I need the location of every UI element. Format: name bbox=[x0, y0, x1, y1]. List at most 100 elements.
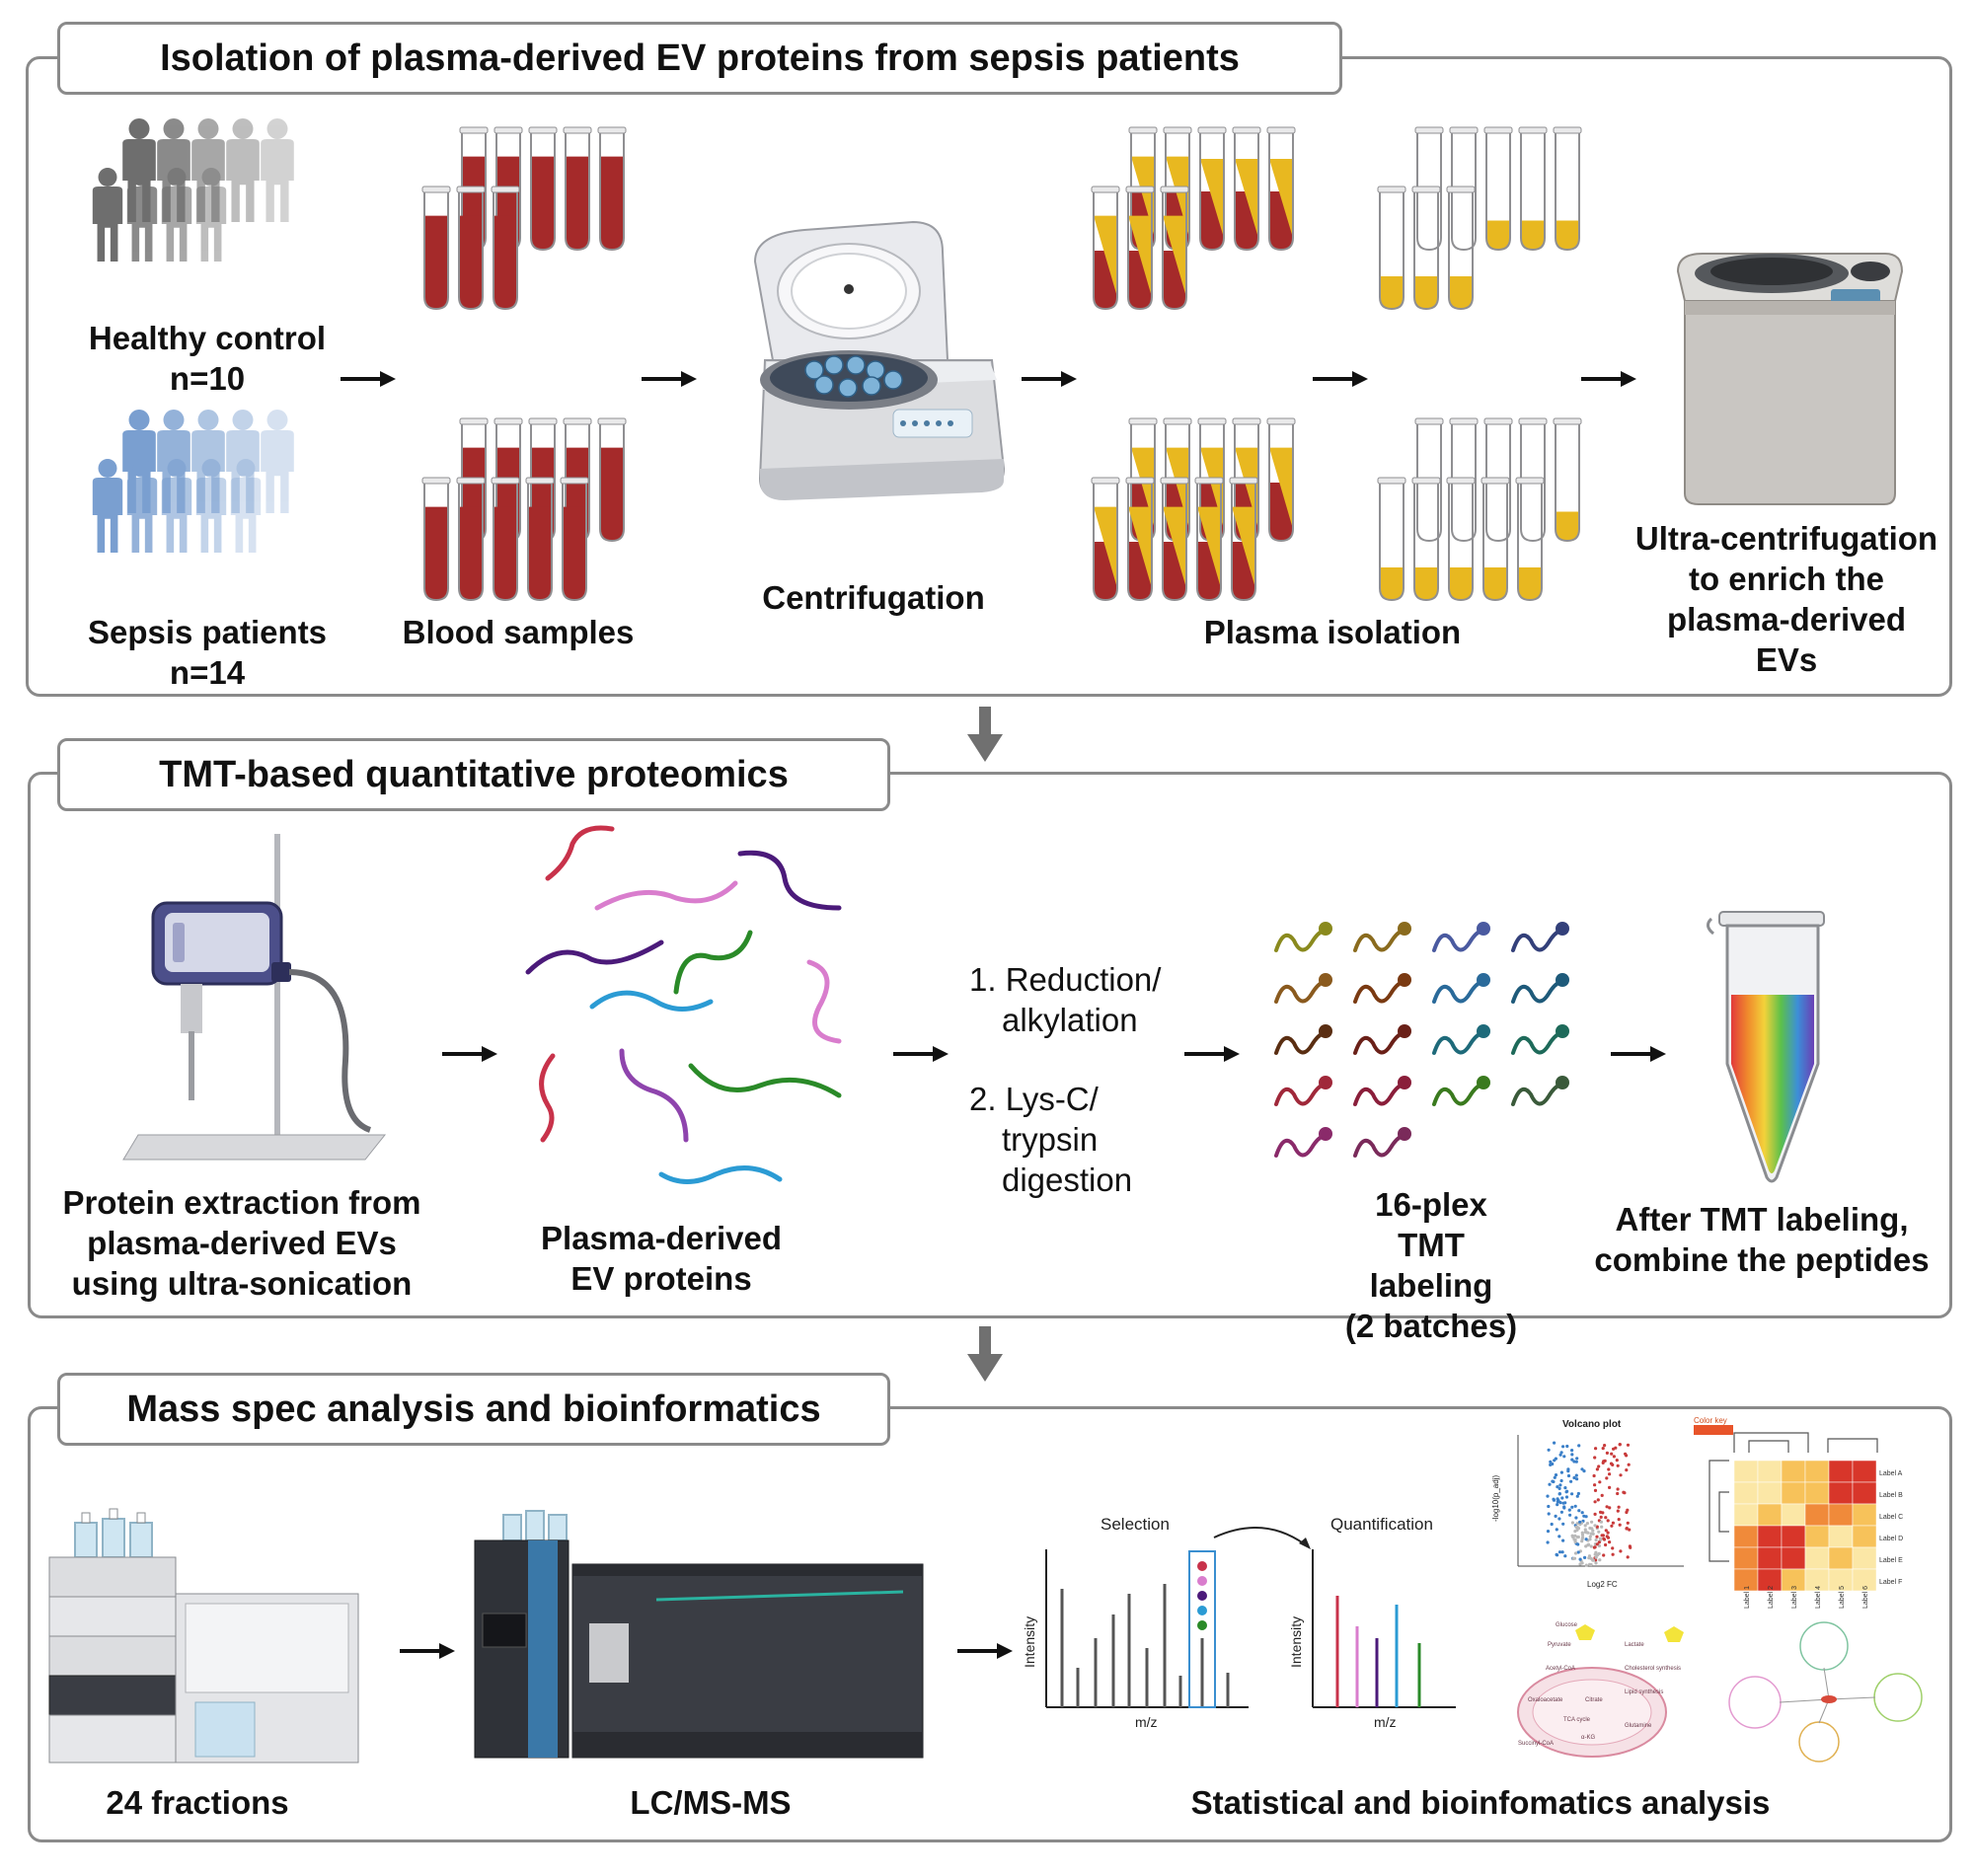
stats-label: Statistical and bioinfomatics analysis bbox=[1190, 1784, 1771, 1821]
heatmap-row-label: Label C bbox=[1879, 1514, 1903, 1521]
sepsis-patients-n: n=14 bbox=[169, 654, 246, 691]
tube-icon bbox=[525, 477, 555, 602]
heatmap-row-label: Label F bbox=[1879, 1579, 1902, 1586]
intensity-label-left: Intensity bbox=[1022, 1616, 1037, 1668]
extraction-label-3: using ultra-sonication bbox=[71, 1265, 413, 1302]
arrow-right-icon bbox=[442, 1046, 497, 1062]
heatmap-col-label: Label 6 bbox=[1862, 1586, 1869, 1609]
heatmap-cell bbox=[1828, 1525, 1854, 1548]
heatmap-cell bbox=[1757, 1525, 1783, 1548]
plasma-tubes-top-isolated bbox=[1377, 126, 1582, 311]
heatmap-cell bbox=[1733, 1503, 1759, 1527]
pathway-label: Oxaloacetate bbox=[1528, 1697, 1563, 1703]
tube-icon bbox=[1553, 417, 1582, 543]
arrow-right-icon bbox=[400, 1643, 455, 1659]
tube-icon bbox=[1266, 126, 1296, 252]
heatmap-cell bbox=[1804, 1481, 1830, 1505]
combined-tube-icon bbox=[1707, 911, 1825, 1183]
intensity-label-right: Intensity bbox=[1288, 1616, 1304, 1668]
arrow-down-icon bbox=[967, 1326, 1003, 1382]
healthy-control-people bbox=[92, 118, 294, 262]
tube-icon bbox=[597, 417, 627, 543]
arrow-right-icon bbox=[1184, 1046, 1240, 1062]
arrow-right-icon bbox=[341, 371, 396, 387]
volcano-ylabel: -log10(p_adj) bbox=[1491, 1475, 1500, 1522]
tmt-label-3: labeling bbox=[1369, 1267, 1493, 1304]
person-icon bbox=[92, 459, 123, 553]
tmt-peptide-icon bbox=[1353, 973, 1411, 1004]
heatmap-cell bbox=[1781, 1503, 1806, 1527]
tube-icon bbox=[456, 477, 486, 602]
heatmap-row-label: Label A bbox=[1879, 1470, 1903, 1477]
tube-icon bbox=[1232, 126, 1261, 252]
tube-icon bbox=[1125, 186, 1155, 311]
selection-label: Selection bbox=[1101, 1515, 1170, 1534]
tube-icon bbox=[1553, 126, 1582, 252]
tube-icon bbox=[1194, 477, 1224, 602]
heatmap-cell bbox=[1781, 1546, 1806, 1570]
arrow-right-icon bbox=[1022, 371, 1077, 387]
person-icon bbox=[161, 168, 192, 262]
panel-proteomics-title: TMT-based quantitative proteomics bbox=[57, 738, 890, 811]
pathway-label: TCA cycle bbox=[1563, 1717, 1591, 1723]
heatmap-cell bbox=[1757, 1460, 1783, 1483]
arrow-right-icon bbox=[893, 1046, 949, 1062]
tube-icon bbox=[1515, 477, 1545, 602]
heatmap-cell bbox=[1733, 1481, 1759, 1505]
tube-icon bbox=[1449, 417, 1479, 543]
heatmap-row-label: Label E bbox=[1879, 1557, 1903, 1564]
network-diagram-thumbnail bbox=[1728, 1621, 1923, 1763]
combine-label-1: After TMT labeling, bbox=[1615, 1201, 1909, 1238]
person-icon bbox=[92, 168, 123, 262]
tube-icon bbox=[1414, 417, 1444, 543]
heatmap-cell bbox=[1804, 1460, 1830, 1483]
panel-isolation-title: Isolation of plasma-derived EV proteins … bbox=[57, 22, 1342, 95]
step-2-line-2: trypsin bbox=[1002, 1121, 1099, 1158]
tmt-peptide-icon bbox=[1511, 1024, 1569, 1055]
blood-tubes-bottom bbox=[421, 417, 627, 602]
tube-icon bbox=[528, 126, 558, 252]
step-1-line-2: alkylation bbox=[1002, 1002, 1138, 1038]
tube-icon bbox=[1411, 186, 1441, 311]
tmt-peptide-icon bbox=[1274, 1024, 1332, 1055]
blood-tubes-top bbox=[421, 126, 627, 311]
pathway-label: Glutamine bbox=[1625, 1723, 1652, 1729]
sonicator-icon bbox=[122, 834, 387, 1161]
arrow-right-icon bbox=[957, 1643, 1013, 1659]
heatmap-cell bbox=[1781, 1481, 1806, 1505]
pathway-label: Lipid synthesis bbox=[1625, 1689, 1663, 1695]
person-icon bbox=[261, 410, 294, 513]
person-icon bbox=[226, 410, 260, 513]
tmt-peptide-icon bbox=[1511, 922, 1569, 952]
tube-icon bbox=[563, 126, 592, 252]
heatmap-cell bbox=[1852, 1481, 1877, 1505]
heatmap-cell bbox=[1804, 1503, 1830, 1527]
ultracentrifugation-label-1: Ultra-centrifugation bbox=[1634, 520, 1938, 557]
heatmap-cell bbox=[1757, 1503, 1783, 1527]
tube-icon bbox=[456, 186, 486, 311]
plasma-tubes-bottom-mixed bbox=[1091, 417, 1296, 602]
tmt-peptide-icon bbox=[1274, 973, 1332, 1004]
arrow-right-icon bbox=[1581, 371, 1636, 387]
heatmap-cell bbox=[1828, 1546, 1854, 1570]
lc-ms-label: LC/MS-MS bbox=[630, 1784, 792, 1821]
tmt-peptide-icon bbox=[1511, 973, 1569, 1004]
tmt-peptide-icon bbox=[1274, 1076, 1332, 1106]
heatmap-cell bbox=[1757, 1546, 1783, 1570]
proteins-label-1: Plasma-derived bbox=[541, 1220, 782, 1256]
combine-label-2: combine the peptides bbox=[1594, 1241, 1930, 1278]
step-2-line-3: digestion bbox=[1002, 1162, 1133, 1198]
heatmap-cell bbox=[1852, 1525, 1877, 1548]
person-icon bbox=[230, 459, 262, 553]
tube-icon bbox=[1125, 477, 1155, 602]
healthy-control-label: Healthy control bbox=[88, 320, 327, 356]
arrow-right-icon bbox=[1611, 1046, 1666, 1062]
heatmap-cell bbox=[1733, 1546, 1759, 1570]
step-1-line-1: 1. Reduction/ bbox=[969, 961, 1162, 998]
person-icon bbox=[161, 459, 192, 553]
heatmap-cell bbox=[1828, 1460, 1854, 1483]
tube-icon bbox=[1266, 417, 1296, 543]
quantification-label: Quantification bbox=[1330, 1515, 1433, 1534]
tube-icon bbox=[597, 126, 627, 252]
